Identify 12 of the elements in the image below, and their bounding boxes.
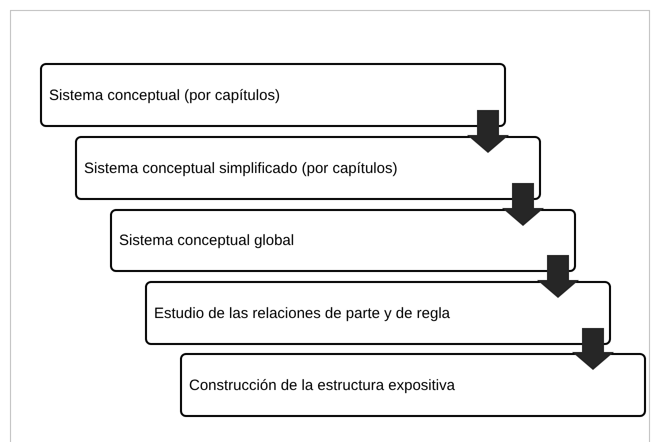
process-box	[75, 136, 541, 200]
process-box	[110, 209, 576, 272]
block-arrow	[572, 328, 614, 370]
box-label: Sistema conceptual simplificado (por capítulos)	[84, 160, 398, 176]
process-box	[145, 281, 611, 345]
box-label: Sistema conceptual global	[119, 232, 294, 249]
box-label: Sistema conceptual (por capítulos)	[49, 86, 280, 104]
process-box	[40, 63, 506, 127]
block-arrow	[467, 110, 509, 153]
box-label: Construcción de la estructura expositiva	[189, 376, 455, 394]
box-label: Estudio de las relaciones de parte y de regla	[154, 304, 450, 322]
process-box	[180, 353, 646, 417]
